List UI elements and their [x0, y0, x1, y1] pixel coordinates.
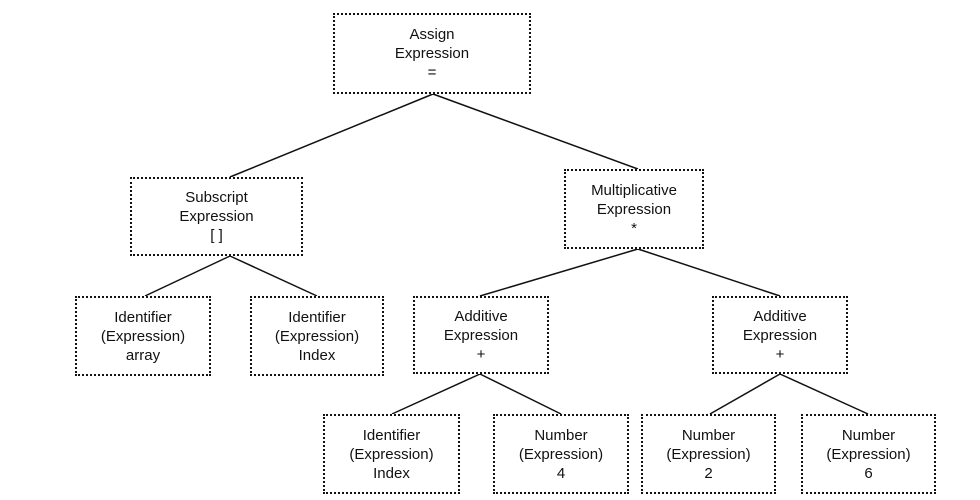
- edge-add-2-to-num-2: [709, 373, 781, 415]
- node-line: Identifier: [288, 308, 346, 326]
- node-line: *: [631, 219, 637, 237]
- node-line: Index: [373, 464, 410, 482]
- edge-add-1-to-id-index-2: [391, 373, 481, 415]
- node-additive-expression-left: Additive Expression +: [413, 296, 549, 374]
- node-line: Expression: [443, 326, 519, 344]
- node-line: 2: [704, 464, 713, 482]
- node-number-6: Number (Expression) 6: [801, 414, 936, 494]
- node-line: (Expression): [349, 445, 434, 463]
- node-line: Additive: [753, 307, 807, 325]
- node-line: Identifier: [114, 308, 172, 326]
- edge-mult-to-add-2: [637, 248, 781, 297]
- node-number-2: Number (Expression) 2: [641, 414, 776, 494]
- edge-subscript-to-id-array: [144, 255, 231, 297]
- node-identifier-index-2: Identifier (Expression) Index: [323, 414, 460, 494]
- node-line: Identifier: [362, 426, 421, 444]
- node-line: +: [775, 345, 785, 363]
- node-line: Expression: [742, 326, 818, 344]
- edge-add-1-to-num-4: [479, 373, 562, 415]
- node-line: (Expression): [100, 327, 186, 345]
- edge-assign-to-subscript: [229, 93, 434, 178]
- node-assign-expression: Assign Expression =: [333, 13, 531, 94]
- node-number-4: Number (Expression) 4: [493, 414, 629, 494]
- node-line: Subscript: [185, 189, 248, 206]
- node-line: Expression: [596, 200, 672, 218]
- node-line: array: [125, 346, 161, 364]
- node-line: [ ]: [210, 227, 223, 244]
- node-line: Number: [841, 426, 896, 444]
- edge-assign-to-mult: [432, 93, 639, 170]
- node-line: 6: [864, 464, 873, 482]
- node-line: +: [476, 345, 486, 363]
- edge-subscript-to-id-index-1: [229, 255, 318, 297]
- edge-add-2-to-num-6: [779, 373, 869, 415]
- node-line: Number: [681, 426, 736, 444]
- node-subscript-expression: Subscript Expression [ ]: [130, 177, 303, 256]
- node-line: Expression: [179, 208, 254, 225]
- node-line: (Expression): [518, 445, 604, 463]
- node-line: Additive: [454, 307, 508, 325]
- node-line: Number: [534, 426, 588, 444]
- node-line: (Expression): [274, 327, 360, 345]
- node-identifier-array: Identifier (Expression) array: [75, 296, 211, 376]
- node-multiplicative-expression: Multiplicative Expression *: [564, 169, 704, 249]
- node-line: Expression: [394, 45, 470, 62]
- node-identifier-index: Identifier (Expression) Index: [250, 296, 384, 376]
- node-line: 4: [556, 464, 566, 482]
- node-line: (Expression): [666, 445, 751, 463]
- node-line: Multiplicative: [591, 181, 677, 199]
- node-line: =: [427, 64, 437, 81]
- edge-mult-to-add-1: [479, 248, 639, 297]
- node-line: Assign: [409, 26, 455, 43]
- node-line: Index: [298, 346, 336, 364]
- node-line: (Expression): [826, 445, 911, 463]
- node-additive-expression-right: Additive Expression +: [712, 296, 848, 374]
